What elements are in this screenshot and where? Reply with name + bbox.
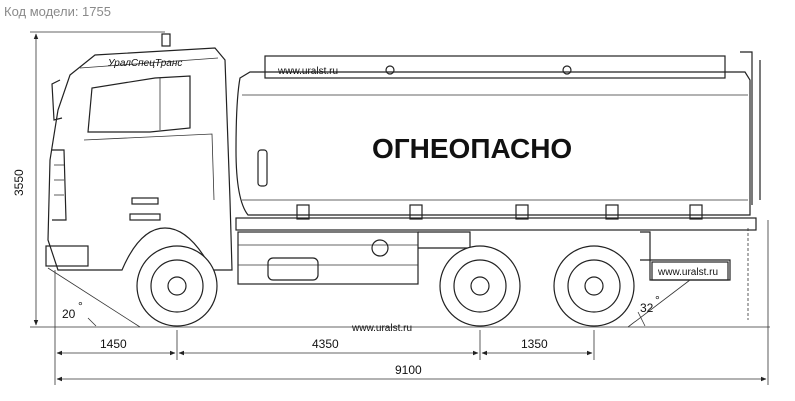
wheelbase-front-label: 4350 [312, 337, 339, 351]
approach-angle-arc [87, 317, 97, 327]
hatch-cap-1 [385, 65, 395, 75]
approach-degree-sign: ° [78, 299, 83, 313]
tank-body [235, 51, 761, 220]
approach-angle-label: 20 [62, 307, 76, 321]
departure-degree-sign: ° [655, 293, 660, 307]
ground-watermark: www.uralst.ru [351, 323, 412, 334]
tank-straps [296, 204, 703, 220]
rear-wheel-2 [553, 245, 635, 327]
departure-angle-line [627, 279, 691, 328]
height-dimension-label: 3550 [12, 169, 26, 196]
cab-brand-logo: УралСпецТранс [107, 58, 182, 69]
model-code-title: Код модели: 1755 [4, 4, 111, 19]
bottom-dimension-lines [54, 220, 769, 385]
hatch-cap-2 [562, 65, 572, 75]
departure-angle-arc [637, 311, 646, 327]
departure-angle-label: 32 [640, 301, 654, 315]
fire-extinguisher [257, 149, 268, 187]
truck-cab [45, 33, 233, 271]
rear-wheel-1 [439, 245, 521, 327]
front-overhang-label: 1450 [100, 337, 127, 351]
front-wheel [136, 245, 218, 327]
tank-warning-label: ОГНЕОПАСНО [372, 133, 572, 164]
tank-website-label: www.uralst.ru [277, 66, 338, 77]
wheelbase-rear-label: 1350 [521, 337, 548, 351]
approach-angle-line [47, 267, 141, 328]
overall-length-label: 9100 [395, 363, 422, 377]
height-dimension [30, 31, 165, 326]
rear-plate-website-label: www.uralst.ru [657, 267, 718, 278]
